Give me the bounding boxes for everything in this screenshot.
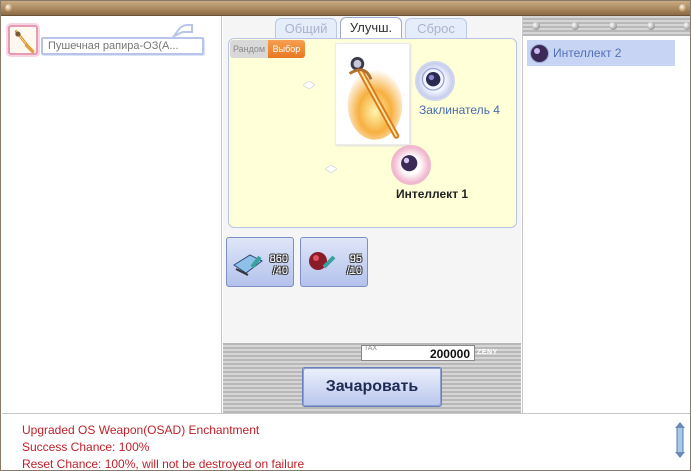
tab-upgrade[interactable]: Улучш. bbox=[340, 17, 402, 39]
tax-amount: 200000 bbox=[429, 347, 470, 361]
mode-random[interactable]: Рандом bbox=[230, 40, 268, 58]
tax-label: TAX bbox=[364, 345, 378, 352]
enchanter-orb-icon[interactable] bbox=[415, 61, 455, 101]
material-required-1: /40 bbox=[272, 265, 288, 277]
info-scrollbar[interactable] bbox=[674, 421, 686, 459]
selected-item[interactable]: Пушечная рапира-ОЗ(А... bbox=[8, 23, 204, 55]
cannon-rapier-icon bbox=[347, 57, 403, 140]
blueprint-material-icon bbox=[233, 254, 263, 276]
currency-label: ZENY bbox=[477, 349, 498, 356]
tax-field: TAX 200000 bbox=[361, 345, 475, 361]
weapon-preview bbox=[335, 43, 410, 145]
header-stud-icon bbox=[683, 22, 690, 30]
info-line: Reset Chance: 100%, will not be destroye… bbox=[22, 457, 305, 471]
enchant-panel: Общий Улучш. Сброс Рандом Выбор bbox=[223, 16, 521, 413]
item-name: Пушечная рапира-ОЗ(А... bbox=[48, 40, 179, 52]
mode-toggle[interactable]: Рандом Выбор bbox=[230, 40, 305, 58]
corner-stud-icon bbox=[679, 4, 687, 12]
options-panel: Интеллект 2 bbox=[522, 16, 690, 413]
intelligence-orb-icon bbox=[530, 44, 549, 63]
header-stud-icon bbox=[647, 22, 655, 30]
bubble-tail-icon bbox=[172, 24, 193, 37]
info-panel: Upgraded OS Weapon(OSAD) Enchantment Suc… bbox=[2, 413, 690, 471]
red-ore-material-icon bbox=[309, 252, 336, 270]
material-slot-2[interactable]: 95 /10 bbox=[300, 237, 368, 287]
option-item[interactable]: Интеллект 2 bbox=[527, 40, 675, 66]
tab-reset[interactable]: Сброс bbox=[405, 18, 467, 38]
material-count-1: 860 /40 bbox=[270, 253, 288, 277]
info-line: Upgraded OS Weapon(OSAD) Enchantment bbox=[22, 423, 260, 437]
action-bar: TAX 200000 ZENY Зачаровать bbox=[223, 343, 521, 413]
header-stud-icon bbox=[571, 22, 579, 30]
corner-stud-icon bbox=[5, 4, 13, 12]
result-intelligence-orb-icon[interactable] bbox=[391, 145, 431, 185]
options-header bbox=[523, 16, 690, 36]
header-stud-icon bbox=[532, 22, 540, 30]
info-line: Success Chance: 100% bbox=[22, 440, 150, 454]
enchant-slot-area: Рандом Выбор bbox=[228, 38, 517, 228]
material-required-2: /10 bbox=[346, 265, 362, 277]
cannon-rapier-icon bbox=[8, 25, 38, 55]
result-label: Интеллект 1 bbox=[396, 187, 469, 201]
item-list-panel: Пушечная рапира-ОЗ(А... bbox=[2, 16, 222, 413]
material-slot-1[interactable]: 860 /40 bbox=[226, 237, 294, 287]
material-owned-1: 860 bbox=[269, 253, 288, 265]
item-name-bubble: Пушечная рапира-ОЗ(А... bbox=[41, 37, 204, 55]
header-stud-icon bbox=[609, 22, 617, 30]
mode-select[interactable]: Выбор bbox=[268, 40, 305, 58]
sparkle-icon bbox=[303, 81, 315, 89]
material-count-2: 95 /10 bbox=[347, 253, 362, 277]
tab-general[interactable]: Общий bbox=[275, 18, 337, 38]
option-label: Интеллект 2 bbox=[553, 46, 622, 60]
enchanter-label: Заклинатель 4 bbox=[419, 103, 500, 117]
enchant-button[interactable]: Зачаровать bbox=[302, 367, 442, 407]
window-titlebar[interactable] bbox=[1, 1, 690, 16]
material-owned-2: 95 bbox=[349, 253, 362, 265]
sparkle-icon bbox=[325, 165, 337, 173]
